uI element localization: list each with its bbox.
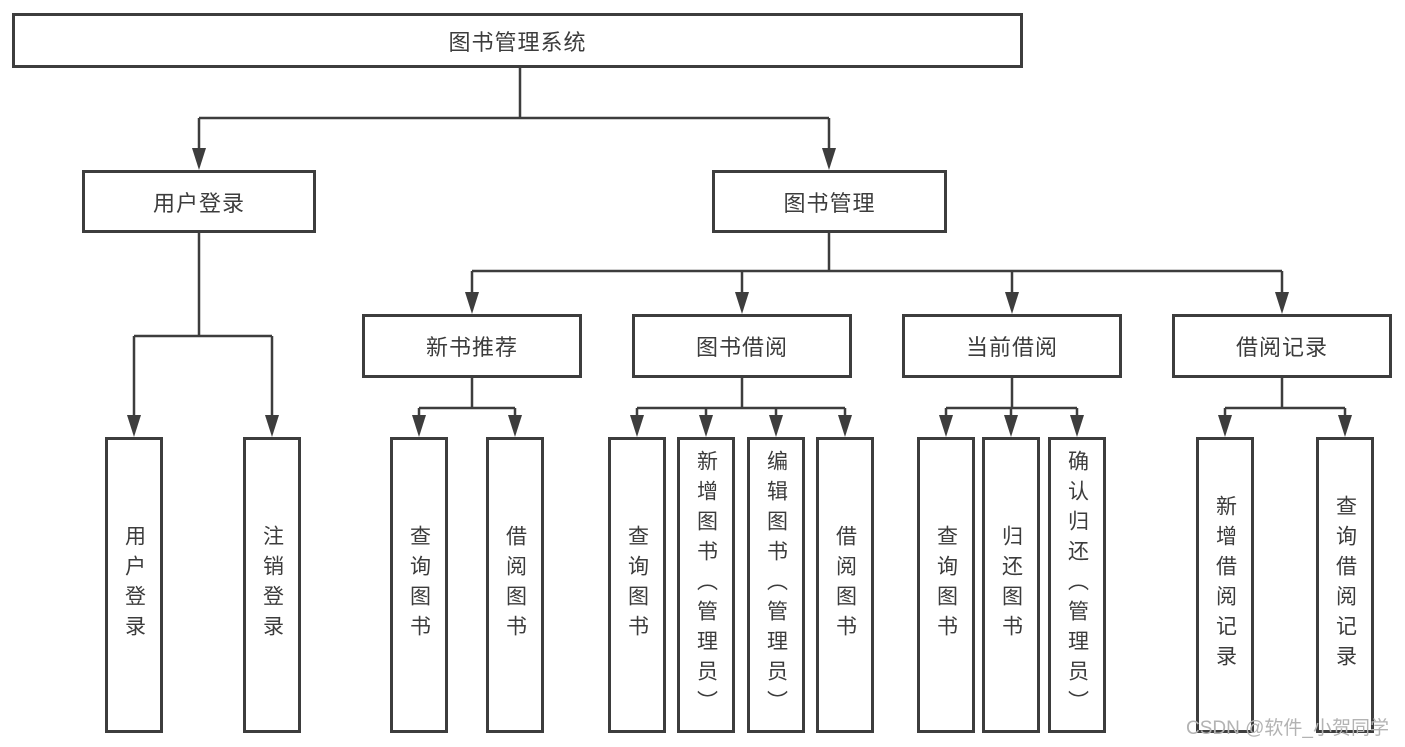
node-new-book-recommend-label: 新书推荐 [425, 335, 518, 360]
node-book-management: 图书管理 [712, 170, 947, 233]
leaf-user-login-label: 用户登录 [122, 525, 146, 645]
leaf-record-add: 新增借阅记录 [1196, 437, 1254, 733]
leaf-borrow-edit-admin-label: 编辑图书（管理员） [764, 450, 788, 720]
leaf-record-query-label: 查询借阅记录 [1333, 495, 1357, 675]
leaf-borrow-add-admin-label: 新增图书（管理员） [694, 450, 718, 720]
node-borrow-records: 借阅记录 [1172, 314, 1392, 378]
leaf-logout: 注销登录 [243, 437, 301, 733]
leaf-record-add-label: 新增借阅记录 [1213, 495, 1237, 675]
arrowheads [127, 148, 1352, 437]
leaf-newbook-borrow-label: 借阅图书 [503, 525, 527, 645]
leaf-return-book-label: 归还图书 [999, 525, 1023, 645]
leaf-current-query: 查询图书 [917, 437, 975, 733]
leaf-logout-label: 注销登录 [260, 525, 284, 645]
leaf-record-query: 查询借阅记录 [1316, 437, 1374, 733]
node-current-borrow-label: 当前借阅 [965, 335, 1058, 360]
node-book-management-label: 图书管理 [783, 190, 876, 216]
leaf-confirm-return-admin: 确认归还（管理员） [1048, 437, 1106, 733]
node-root-system: 图书管理系统 [12, 13, 1023, 68]
leaf-borrow-book: 借阅图书 [816, 437, 874, 733]
leaf-borrow-edit-admin: 编辑图书（管理员） [747, 437, 805, 733]
leaf-user-login: 用户登录 [105, 437, 163, 733]
leaf-confirm-return-admin-label: 确认归还（管理员） [1065, 450, 1089, 720]
node-book-borrow-label: 图书借阅 [695, 335, 788, 360]
leaf-newbook-query: 查询图书 [390, 437, 448, 733]
node-user-login: 用户登录 [82, 170, 316, 233]
leaf-return-book: 归还图书 [982, 437, 1040, 733]
leaf-current-query-label: 查询图书 [934, 525, 958, 645]
csdn-watermark: CSDN @软件_小贺同学 [1186, 718, 1389, 739]
node-current-borrow: 当前借阅 [902, 314, 1122, 378]
leaf-borrow-book-label: 借阅图书 [833, 525, 857, 645]
node-borrow-records-label: 借阅记录 [1235, 335, 1328, 360]
leaf-borrow-add-admin: 新增图书（管理员） [677, 437, 735, 733]
leaf-newbook-borrow: 借阅图书 [486, 437, 544, 733]
leaf-borrow-query: 查询图书 [608, 437, 666, 733]
node-book-borrow: 图书借阅 [632, 314, 852, 378]
node-root-label: 图书管理系统 [448, 29, 587, 55]
node-user-login-label: 用户登录 [152, 190, 245, 216]
leaf-borrow-query-label: 查询图书 [625, 525, 649, 645]
node-new-book-recommend: 新书推荐 [362, 314, 582, 378]
leaf-newbook-query-label: 查询图书 [407, 525, 431, 645]
